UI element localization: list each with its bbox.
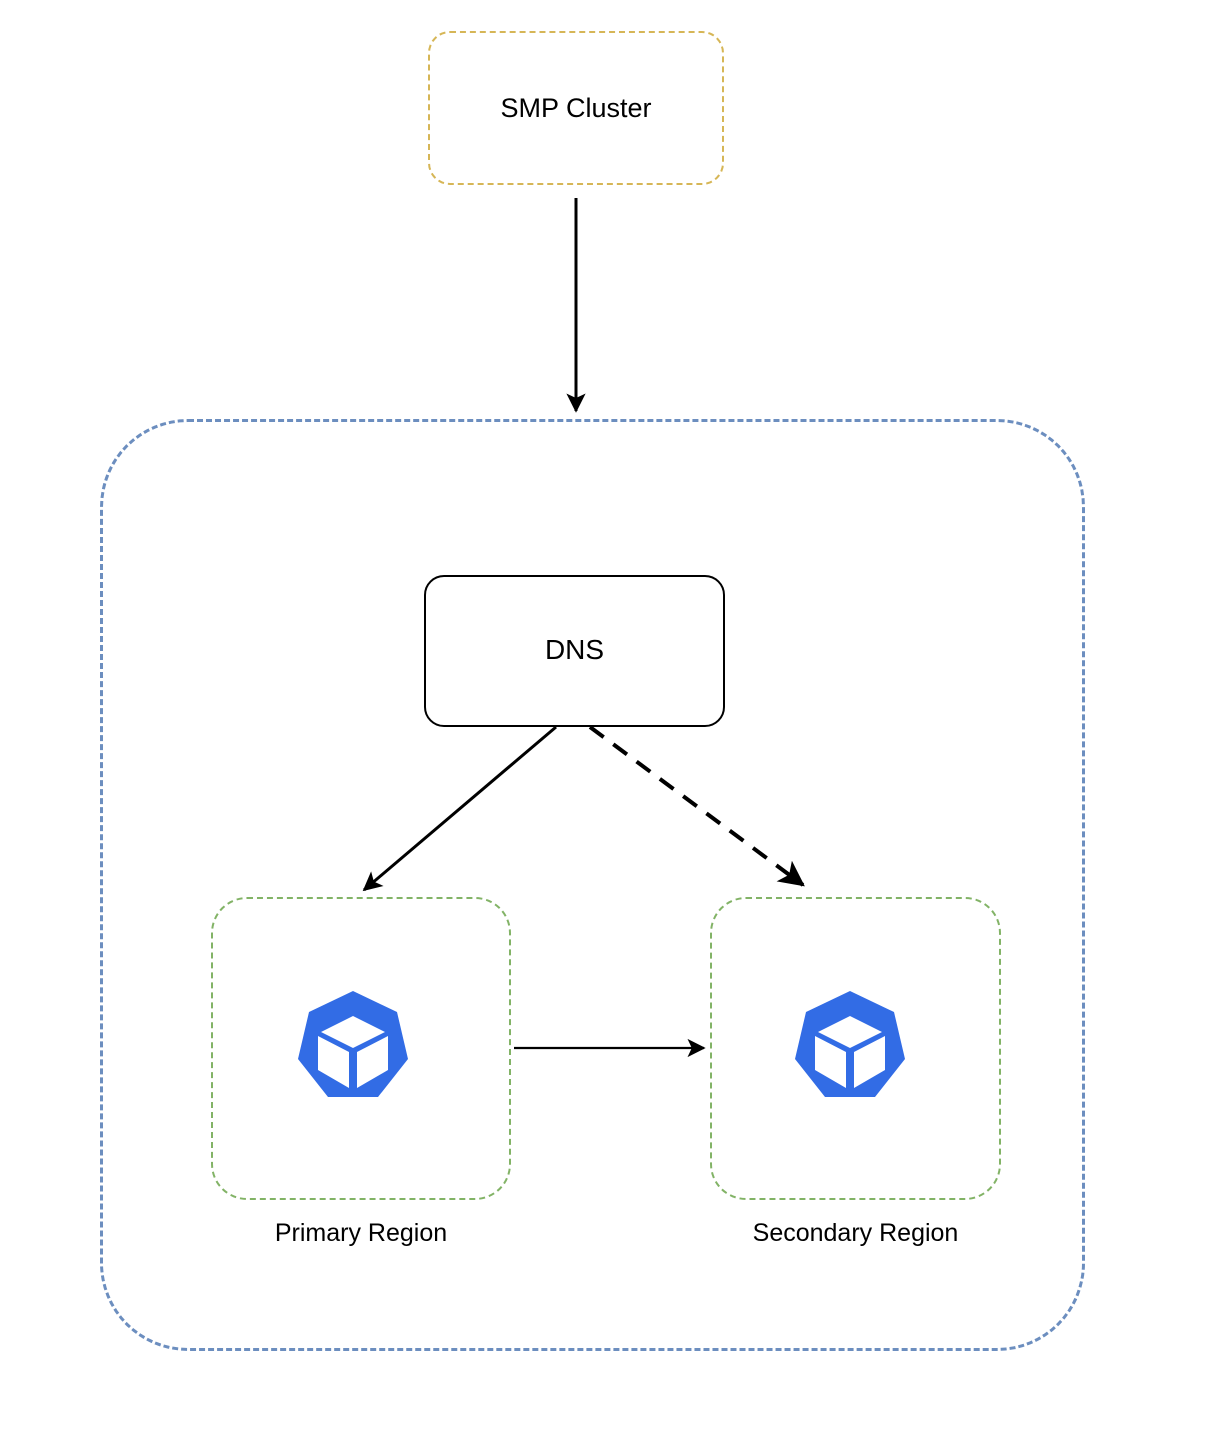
kubernetes-icon: [298, 991, 408, 1097]
secondary-region-label: Secondary Region: [752, 1219, 959, 1247]
edge-dns-to-secondary: [588, 725, 805, 887]
dns-label: DNS: [544, 634, 605, 665]
smp-cluster-box[interactable]: [428, 31, 724, 185]
platform-container: [100, 419, 1085, 1351]
edge-dns-to-primary: [362, 725, 557, 892]
primary-region-label: Primary Region: [274, 1219, 448, 1247]
secondary-region-box[interactable]: [710, 897, 1001, 1200]
smp-cluster-label: SMP Cluster: [500, 93, 652, 123]
kubernetes-icon: [795, 991, 905, 1097]
dns-box[interactable]: [424, 575, 725, 727]
primary-region-box[interactable]: [211, 897, 511, 1200]
